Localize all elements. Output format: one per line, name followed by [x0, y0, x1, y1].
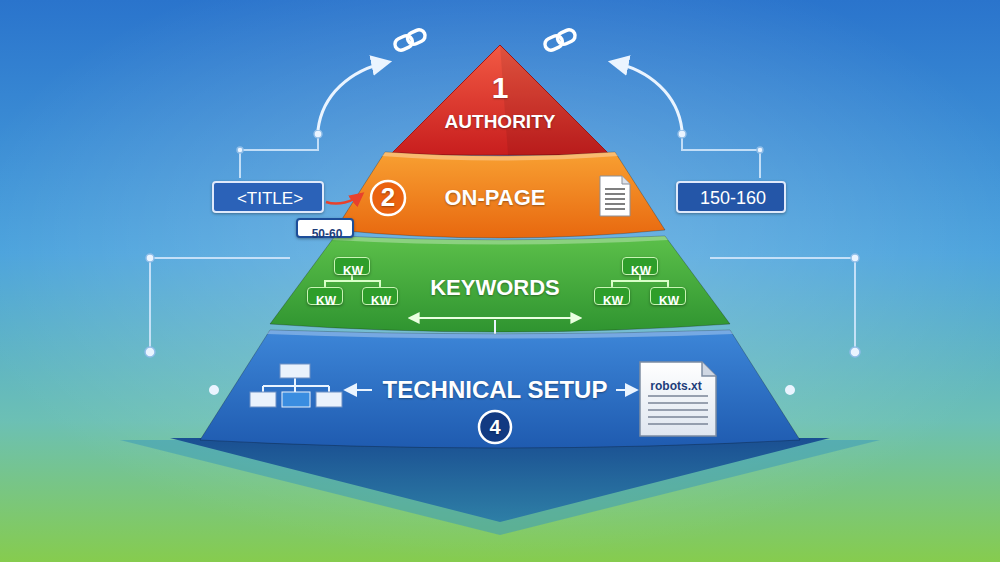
title-tag: <TITLE> [212, 181, 324, 213]
chain-icon [406, 28, 427, 46]
connector-dots [850, 347, 860, 357]
number-badge [479, 411, 511, 443]
document-lines [648, 409, 708, 411]
connector-lines [240, 134, 318, 178]
tip-shade [500, 45, 610, 155]
node-label: <TITLE> [237, 189, 303, 209]
number-badge [371, 181, 405, 215]
node-label: ON-PAGE [444, 185, 545, 211]
keyword-box: KW [362, 287, 398, 305]
node-label: KW [316, 294, 336, 308]
connector-dots [145, 347, 155, 357]
node-label: 1 [492, 70, 509, 106]
page-icon [605, 188, 625, 190]
node-label: KW [343, 264, 363, 278]
flow-arrows [786, 386, 794, 394]
node-label: 50-60 [312, 227, 343, 241]
document-outline [640, 362, 716, 436]
technical-layer: TECHNICAL SETUP 4 robots.xt [200, 330, 800, 448]
flow-arrows [410, 317, 580, 319]
node-label: KEYWORDS [430, 275, 560, 301]
node-label: KW [603, 294, 623, 308]
authority-layer: 1AUTHORITY [390, 45, 610, 155]
connector-dots [145, 130, 860, 357]
document-lines [648, 396, 708, 424]
connector-dots [851, 254, 859, 262]
flow-arrows [616, 389, 636, 391]
sitemap-icon [250, 364, 342, 407]
connector-lines [682, 134, 760, 178]
layer-number: 4 [489, 415, 500, 439]
sitemap-icon [282, 392, 310, 407]
document-fold [702, 362, 716, 376]
keyword-box: KW [334, 257, 370, 275]
node-label: KW [659, 294, 679, 308]
length-box: 150-160 [676, 181, 786, 213]
connector-lines [150, 134, 855, 352]
base-shadow [170, 438, 830, 522]
document-lines [648, 395, 708, 397]
flow-arrows [210, 386, 218, 394]
node-label: 150-160 [700, 188, 766, 210]
document-lines [648, 416, 708, 418]
connector-dots [314, 130, 322, 138]
flow-arrows [346, 389, 372, 391]
node-label: KW [631, 264, 651, 278]
band-highlight [382, 152, 618, 161]
sitemap-icon [250, 392, 276, 407]
page-icon [605, 193, 625, 195]
band-highlight [332, 236, 668, 245]
curved-arrows [612, 62, 682, 130]
document-shape [640, 362, 716, 448]
document-lines [648, 402, 708, 404]
node-label: KW [371, 294, 391, 308]
connector-dots [678, 130, 686, 138]
layer-number: 2 [381, 182, 395, 213]
connector-dots [146, 254, 154, 262]
robots-file: robots.xt [640, 362, 716, 436]
node-label: AUTHORITY [445, 111, 556, 134]
page-icon [600, 176, 630, 216]
layer-shape [390, 45, 610, 167]
keyword-box: KW [594, 287, 630, 305]
page-icon [605, 198, 625, 200]
connector-dots [757, 147, 763, 153]
node-label: robots.xt [650, 379, 701, 393]
keyword-box: KW [622, 257, 658, 275]
page-icon [600, 176, 630, 216]
keyword-box: KW [650, 287, 686, 305]
pyramid-band [200, 330, 800, 448]
chain-icon [543, 28, 577, 52]
sitemap-icon [316, 392, 342, 407]
chain-icon [393, 28, 427, 52]
connector-dots [237, 147, 243, 153]
page-icon [622, 176, 630, 184]
sitemap-icon [263, 378, 329, 392]
document-lines [648, 423, 708, 425]
pyramid-tip [390, 45, 610, 155]
node-label: TECHNICAL SETUP [383, 376, 608, 405]
length-tag: 50-60 [296, 218, 354, 238]
pyramid-band [270, 236, 730, 332]
page-icon [605, 208, 625, 210]
keywords-layer: KEYWORDS KW KW KW KW KW KW [270, 236, 730, 332]
pyramid-band [335, 152, 665, 238]
chain-icon [556, 28, 577, 46]
band-highlight [267, 330, 733, 339]
on-page-layer: 2 ON-PAGE [335, 152, 665, 238]
keyword-box: KW [307, 287, 343, 305]
curved-arrows [318, 62, 388, 130]
sitemap-icon [280, 364, 310, 378]
page-icon [605, 203, 625, 205]
